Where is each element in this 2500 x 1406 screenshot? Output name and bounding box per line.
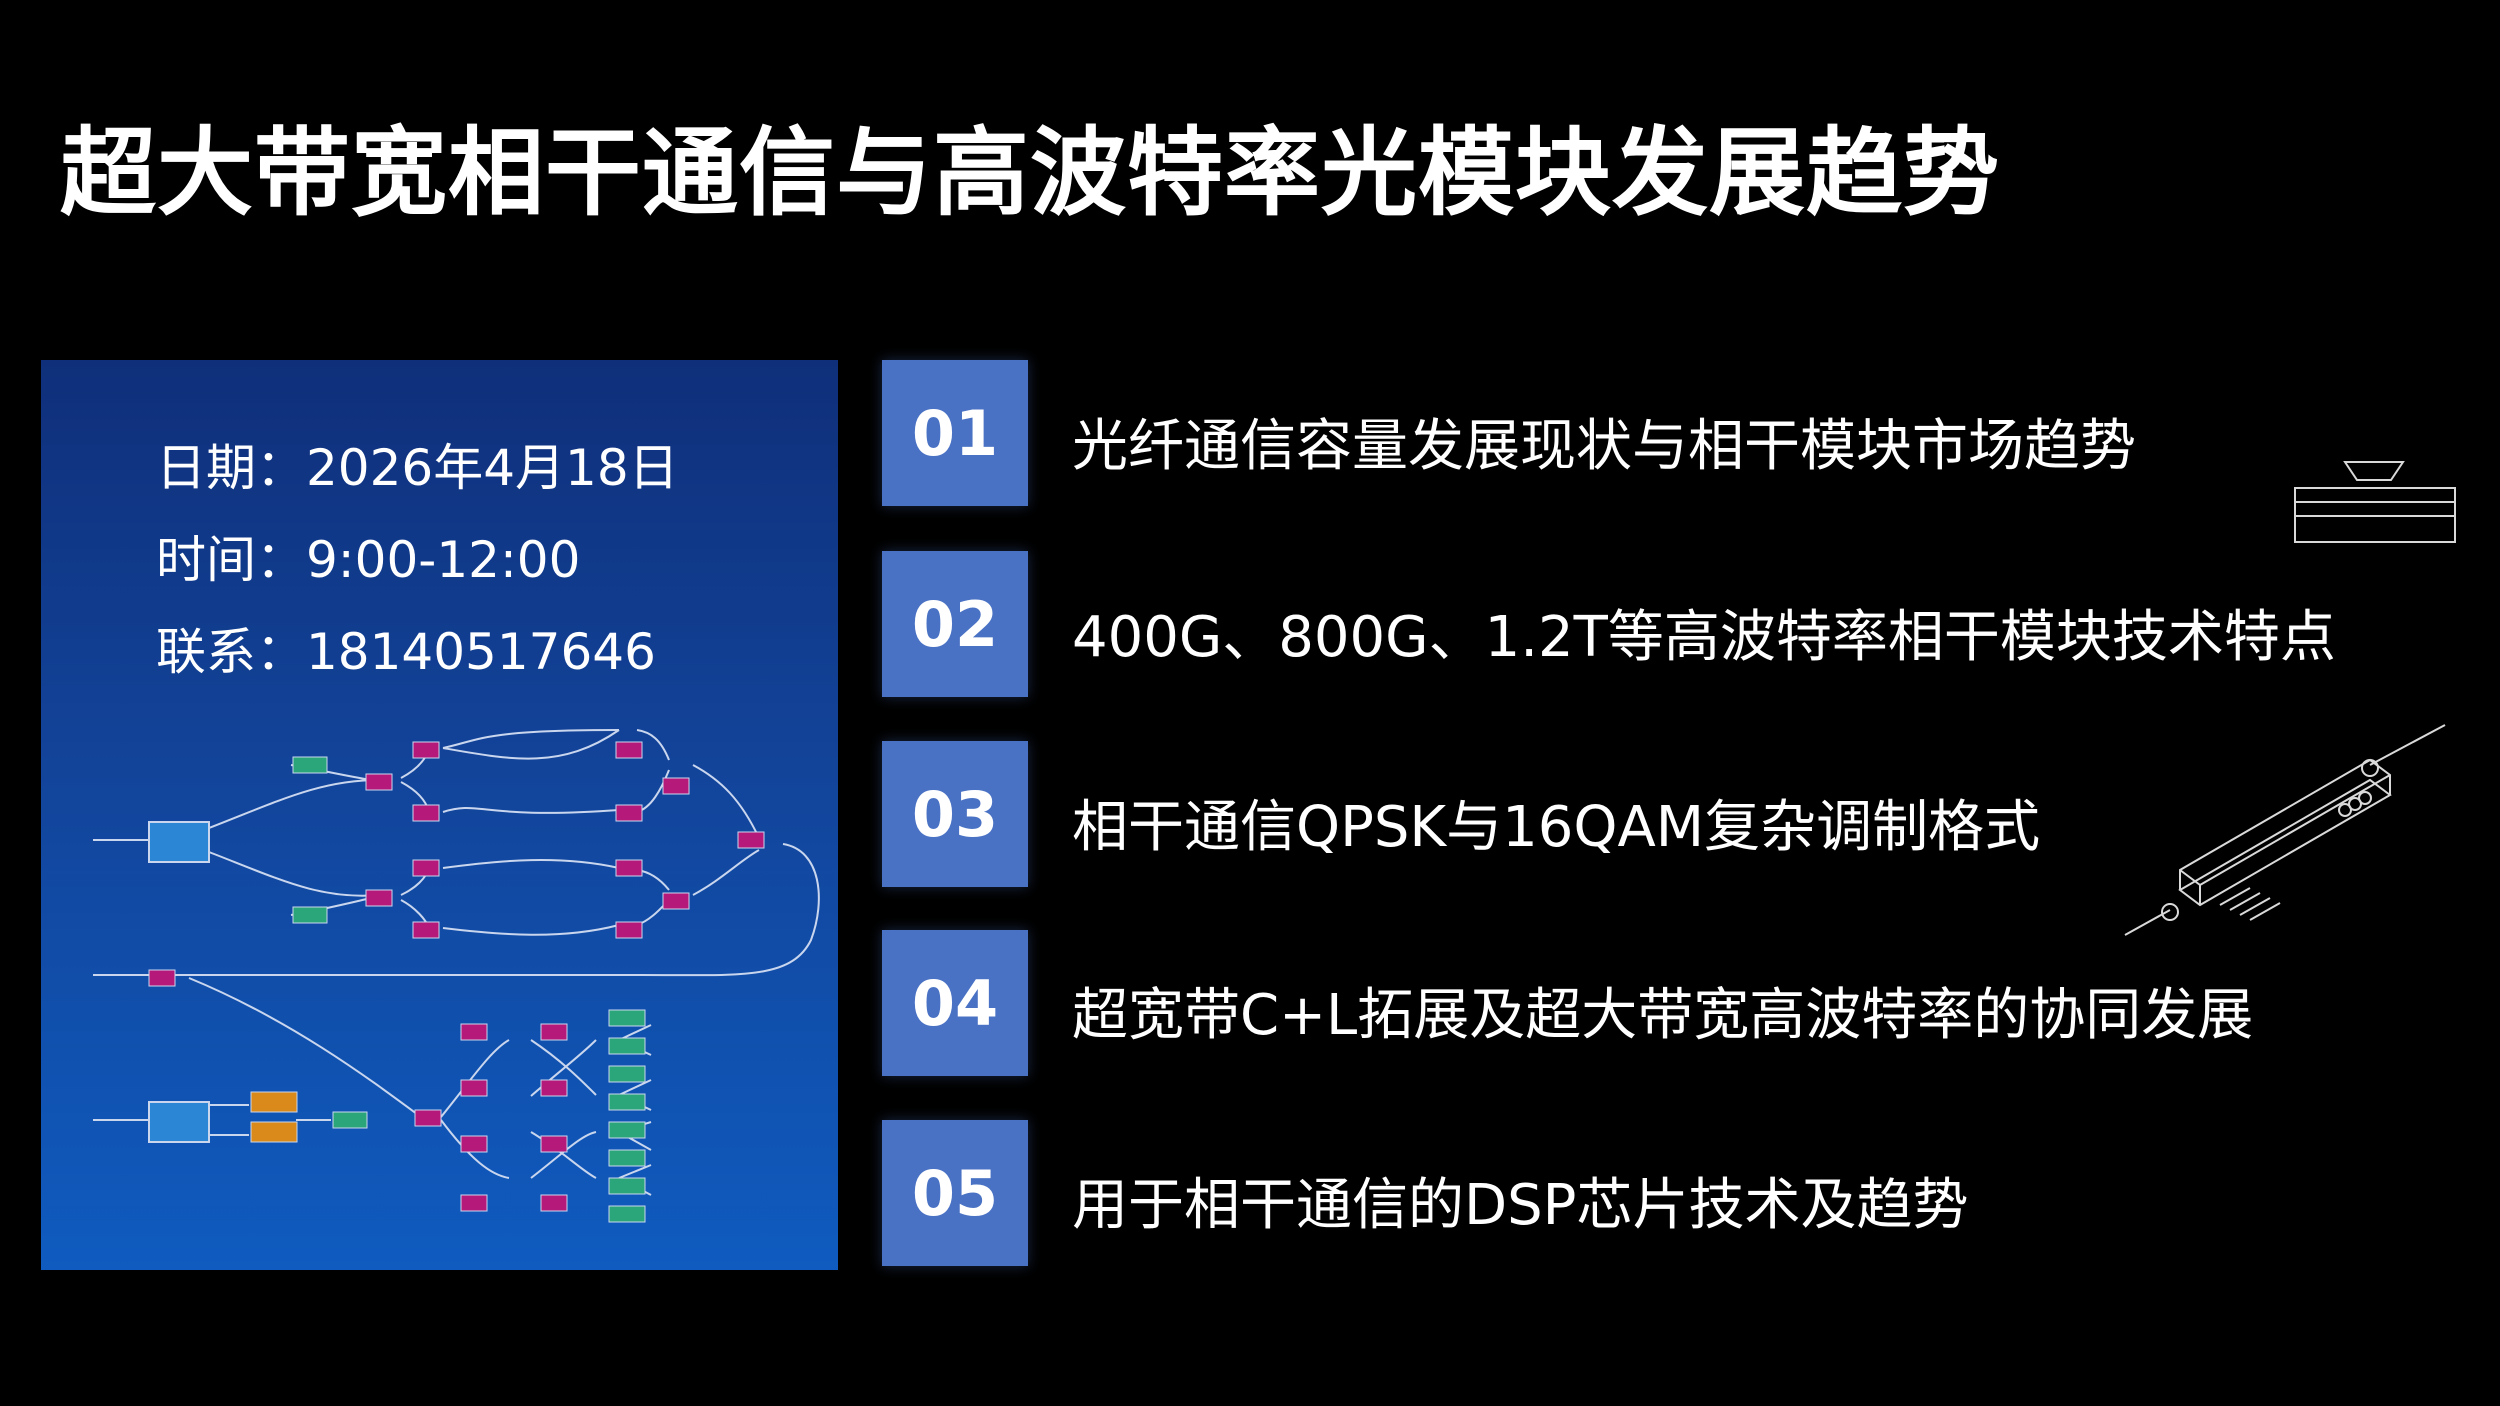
photonic-circuit-diagram xyxy=(93,729,820,1223)
item-number-03: 03 xyxy=(882,741,1028,887)
date-value: 2026年4月18日 xyxy=(306,439,679,497)
time-value: 9:00-12:00 xyxy=(306,531,581,589)
optical-chip-icon xyxy=(2294,461,2456,543)
receiver-block xyxy=(148,1101,210,1143)
contact-row: 联系：18140517646 xyxy=(156,612,656,684)
contact-value: 18140517646 xyxy=(306,623,656,681)
optical-module-icon xyxy=(2124,724,2446,936)
laser-block xyxy=(148,821,210,863)
slide-title: 超大带宽相干通信与高波特率光模块发展趋势 xyxy=(60,117,2000,229)
item-number-05: 05 xyxy=(882,1120,1028,1266)
item-text-04: 超宽带C+L拓展及超大带宽高波特率的协同发展 xyxy=(1072,983,2254,1048)
info-panel: 日期：2026年4月18日 时间：9:00-12:00 联系：181405176… xyxy=(41,360,838,1270)
item-text-03: 相干通信QPSK与16QAM复杂调制格式 xyxy=(1072,795,2041,860)
contact-label: 联系： xyxy=(156,623,306,681)
item-text-05: 用于相干通信的DSP芯片技术及趋势 xyxy=(1072,1173,1969,1238)
item-number-04: 04 xyxy=(882,930,1028,1076)
time-label: 时间： xyxy=(156,531,306,589)
time-row: 时间：9:00-12:00 xyxy=(156,520,580,592)
circuit-components xyxy=(148,741,765,1223)
item-number-02: 02 xyxy=(882,551,1028,697)
item-text-01: 光纤通信容量发展现状与相干模块市场趋势 xyxy=(1072,414,2136,479)
date-row: 日期：2026年4月18日 xyxy=(156,428,679,500)
item-text-02: 400G、800G、1.2T等高波特率相干模块技术特点 xyxy=(1072,605,2336,670)
item-number-01: 01 xyxy=(882,360,1028,506)
date-label: 日期： xyxy=(156,439,306,497)
